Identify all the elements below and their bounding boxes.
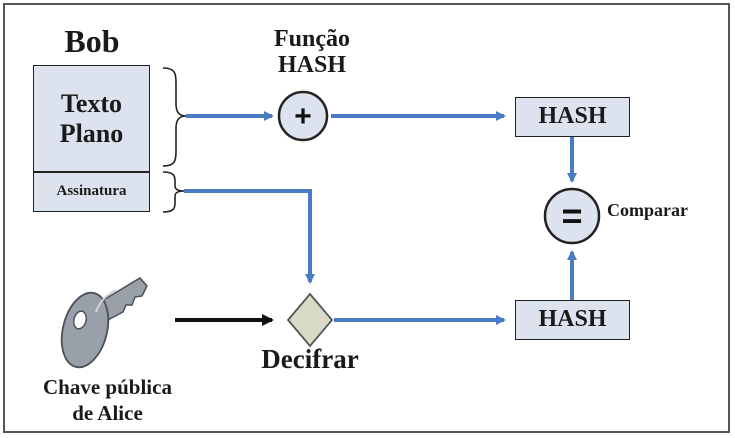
hash-bottom-label: HASH xyxy=(538,306,607,333)
key-label: Chave pública de Alice xyxy=(20,374,195,427)
hash-top-label: HASH xyxy=(538,103,607,130)
brace-message xyxy=(162,67,187,167)
message-box: Texto Plano xyxy=(33,65,150,172)
key-label-line1: Chave pública xyxy=(43,375,172,399)
signature-box: Assinatura xyxy=(33,172,150,212)
brace-signature xyxy=(162,171,185,213)
decrypt-diamond xyxy=(286,292,334,348)
key-label-line2: de Alice xyxy=(72,401,143,426)
key-icon xyxy=(60,277,148,369)
message-line2: Plano xyxy=(59,118,124,148)
hash-top-box: HASH xyxy=(515,97,630,137)
hash-function-label-line2: HASH xyxy=(277,52,346,79)
hash-function-node: + xyxy=(277,90,329,142)
compare-symbol: = xyxy=(561,195,582,236)
decrypt-label: Decifrar xyxy=(261,344,359,374)
message-line1: Texto xyxy=(60,88,123,118)
signature-label: Assinatura xyxy=(56,183,127,200)
hash-function-label: Função HASH xyxy=(252,26,372,79)
arrow-signature-to-decrypt xyxy=(184,189,315,284)
hash-function-label-line1: Função xyxy=(273,26,350,52)
compare-label: Comparar xyxy=(607,200,688,220)
hash-bottom-box: HASH xyxy=(515,300,630,340)
hash-function-symbol: + xyxy=(294,100,312,133)
compare-node: = xyxy=(543,187,601,245)
sender-name: Bob xyxy=(64,23,120,59)
